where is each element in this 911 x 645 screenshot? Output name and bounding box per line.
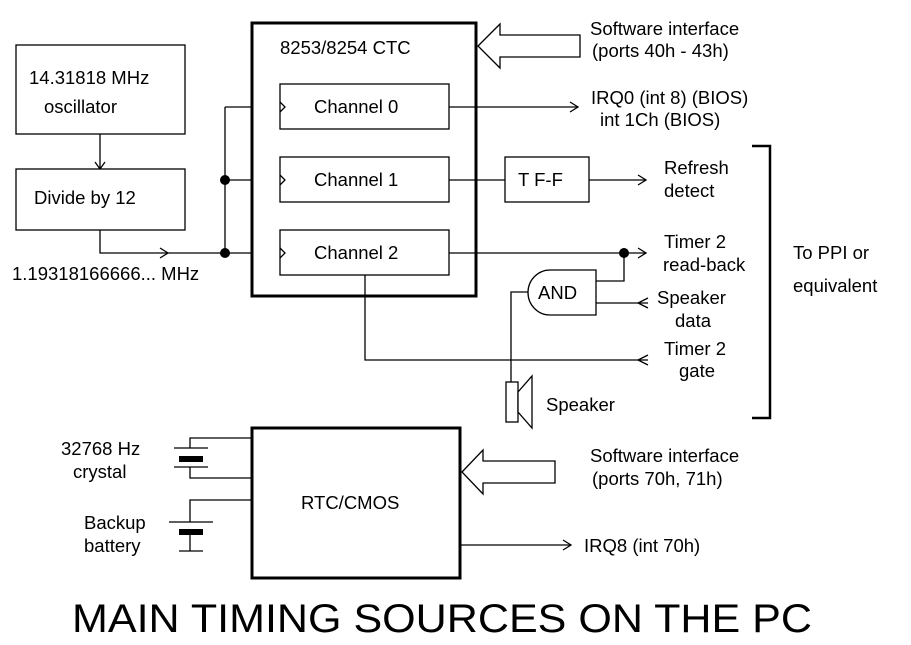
rtc-block: RTC/CMOS [250,426,462,580]
arrow-head-icon [159,247,170,259]
arrow-head-icon [637,174,648,186]
arrow-head-icon [569,101,580,113]
arrow-head-icon [637,247,648,259]
arrow-head-icon [636,297,649,309]
oscillator-block: 14.31818 MHz oscillator [15,44,186,135]
rtc-ports-label: (ports 70h, 71h) [592,468,723,489]
and-to-speaker-wire [510,291,528,382]
irq0-label: IRQ0 (int 8) (BIOS) [591,87,748,108]
ppi-label-1: To PPI or [793,242,869,263]
speaker-data-label-1: Speaker [657,287,726,308]
ctc-ports-label: (ports 40h - 43h) [592,40,729,61]
timer2-gate-label-1: Timer 2 [664,338,726,359]
rtc-box [250,426,462,580]
battery-icon [169,499,252,552]
speaker-label: Speaker [546,394,615,415]
and-gate-label: AND [538,282,577,303]
channel-0-box [279,83,450,130]
rtc-software-interface-arrow-icon [461,448,556,496]
tff-label: T F-F [518,169,563,190]
battery-label-1: Backup [84,512,146,533]
rtc-label: RTC/CMOS [301,492,399,513]
channel-1-label: Channel 1 [314,169,398,190]
crystal-label-1: 32768 Hz [61,438,140,459]
channel-2-label: Channel 2 [314,242,398,263]
and-gate-shape [527,269,597,316]
clock-input-icon [279,174,286,186]
ctc-software-interface-arrow-icon [477,22,581,70]
and-gate: AND [527,269,597,316]
clock-input-icon [279,247,286,259]
oscillator-label: oscillator [44,96,117,117]
timer2-gate-label-2: gate [679,360,715,381]
tff-box [504,156,590,203]
refresh-label: Refresh [664,157,729,178]
diagram-title: MAIN TIMING SOURCES ON THE PC [72,597,812,641]
timer2-readback-label-2: read-back [663,254,746,275]
divider-label: Divide by 12 [34,187,136,208]
oscillator-frequency: 14.31818 MHz [29,67,149,88]
crystal-label-2: crystal [73,461,126,482]
divider-box [15,168,186,231]
junction-dot-icon [220,175,230,185]
channel-0-label: Channel 0 [314,96,398,117]
clock-input-icon [279,101,286,113]
crystal-icon [174,437,252,479]
timer2-gate-wire [364,275,648,361]
arrow-head-icon [636,354,649,366]
clock-frequency-label: 1.19318166666... MHz [12,263,199,284]
ppi-label-2: equivalent [793,275,877,296]
timer2-readback-label-1: Timer 2 [664,231,726,252]
junction-dot-icon [220,248,230,258]
irq8-label: IRQ8 (int 70h) [584,535,700,556]
ctc-software-interface-label: Software interface [590,18,739,39]
speaker-icon [505,374,533,430]
ctc-block: 8253/8254 CTC Channel 0 Channel 1 Channe… [250,21,478,298]
divider-block: Divide by 12 [15,168,186,231]
rtc-software-interface-label: Software interface [590,445,739,466]
arrow-head-icon [562,539,573,551]
detect-label: detect [664,180,714,201]
ctc-label: 8253/8254 CTC [280,37,411,58]
speaker-data-label-2: data [675,310,712,331]
battery-label-2: battery [84,535,141,556]
and-to-readback-wire [596,253,625,282]
int1ch-label: int 1Ch (BIOS) [600,109,720,130]
oscillator-box [15,44,186,135]
ppi-bracket [752,144,772,420]
